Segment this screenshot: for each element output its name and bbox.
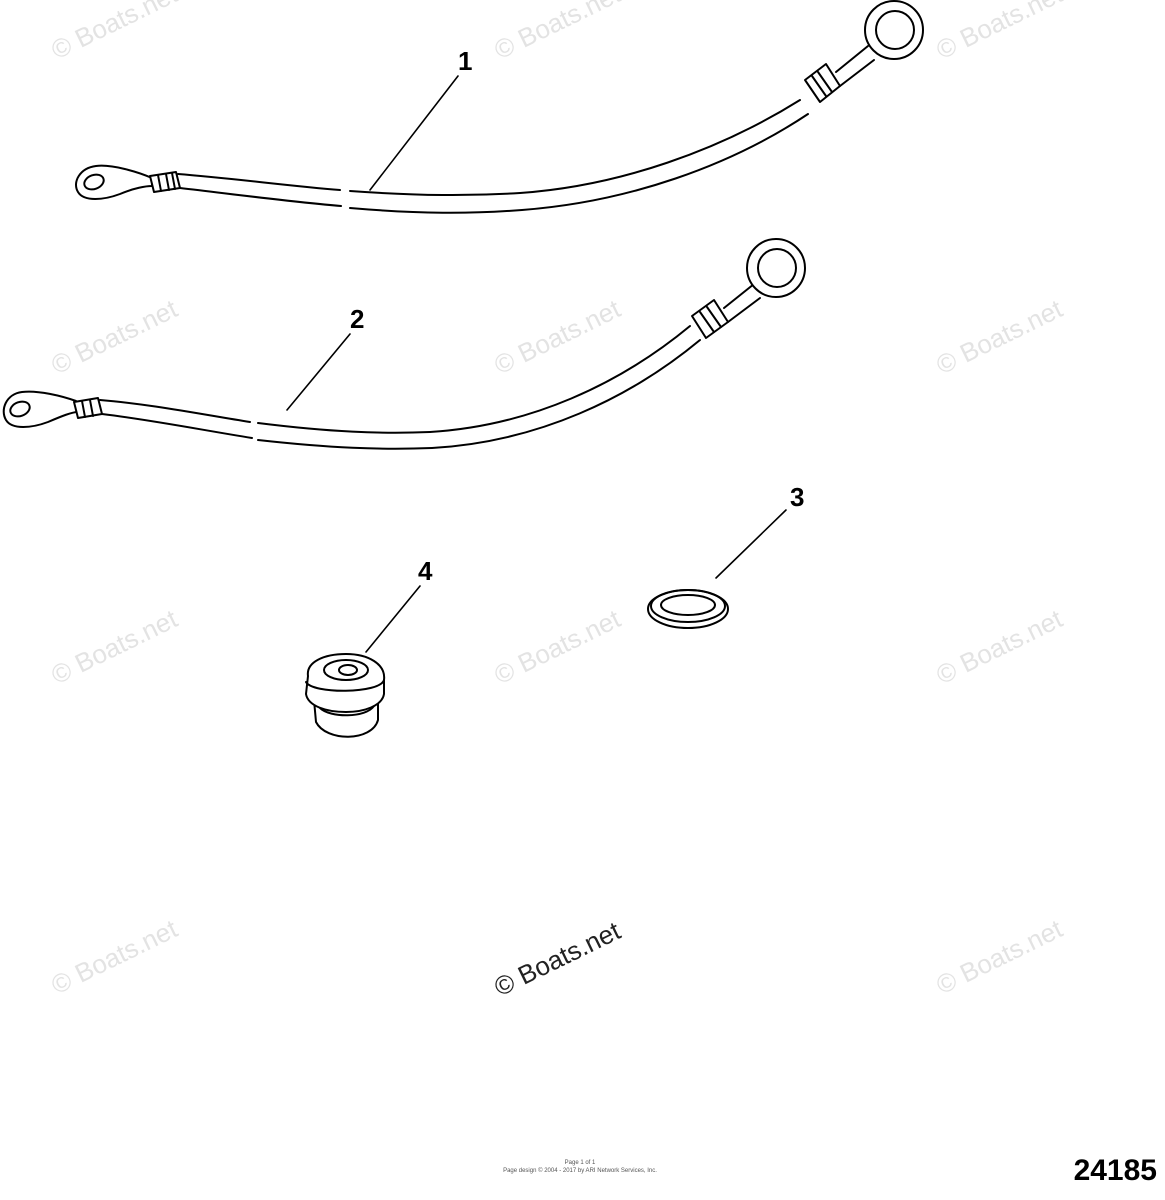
- sealing-washer: [647, 589, 729, 629]
- footer-copyright: Page design © 2004 - 2017 by ARI Network…: [503, 1168, 657, 1174]
- footer-page: Page 1 of 1: [564, 1160, 596, 1166]
- callout-1: 1: [458, 46, 473, 76]
- ground-strap-1: [75, 0, 924, 214]
- callout-3: 3: [790, 482, 805, 512]
- leader-line-4: [365, 585, 421, 653]
- leader-line-2: [286, 333, 351, 411]
- callout-2: 2: [350, 304, 365, 334]
- leader-lines: [286, 75, 787, 653]
- leader-line-1: [369, 75, 459, 191]
- leader-line-3: [715, 509, 787, 579]
- ground-strap-2: [2, 238, 806, 450]
- figure-number: 24185: [1073, 1154, 1157, 1187]
- grommet: [305, 653, 386, 738]
- callout-4: 4: [418, 556, 433, 586]
